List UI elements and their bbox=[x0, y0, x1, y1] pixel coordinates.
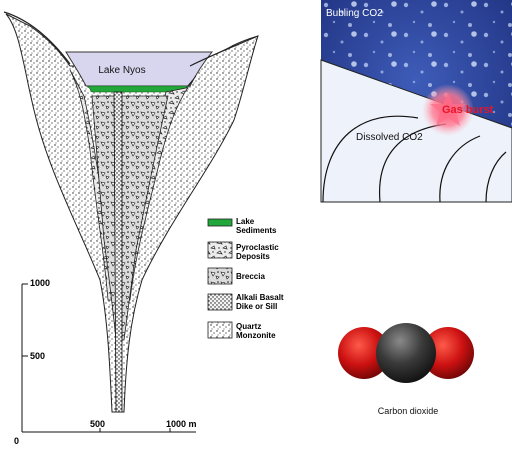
molecule-caption: Carbon dioxide bbox=[378, 406, 439, 416]
legend-label-4a: Alkali Basalt bbox=[236, 293, 284, 302]
label-bubling-co2: Bubling CO2 bbox=[326, 8, 383, 19]
legend-label-5b: Monzonite bbox=[236, 331, 276, 340]
lake-label: Lake Nyos bbox=[98, 65, 145, 76]
legend-swatch-sediments bbox=[207, 218, 233, 227]
legend-swatch-pyroclastic bbox=[207, 241, 233, 259]
oxygen-atom-right bbox=[422, 327, 474, 379]
basalt-dike bbox=[113, 91, 123, 413]
legend-label-3a: Breccia bbox=[236, 272, 265, 281]
label-dissolved-co2: Dissolved CO2 bbox=[356, 132, 423, 143]
legend-label-2b: Deposits bbox=[236, 252, 270, 261]
y-tick-500: 500 bbox=[30, 351, 45, 361]
legend-swatch-breccia bbox=[207, 267, 233, 285]
y-tick-1000: 1000 bbox=[30, 278, 50, 288]
x-tick-1000m: 1000 m bbox=[166, 419, 197, 429]
co2-molecule: Carbon dioxide bbox=[338, 323, 474, 416]
gas-burst-star bbox=[430, 92, 466, 126]
legend: Lake Sediments Pyroclastic Deposits Brec… bbox=[207, 217, 284, 340]
label-gas-burst: Gas burst bbox=[442, 104, 494, 116]
y-tick-0: 0 bbox=[14, 436, 19, 446]
legend-label-2a: Pyroclastic bbox=[236, 243, 279, 252]
legend-swatch-monzonite bbox=[207, 321, 233, 339]
scale-bars: 1000 500 0 500 1000 m bbox=[14, 278, 197, 446]
carbon-atom bbox=[376, 323, 436, 383]
legend-label-1a: Lake bbox=[236, 217, 255, 226]
volcanic-cross-section: Lake Nyos bbox=[3, 11, 259, 413]
legend-label-5a: Quartz bbox=[236, 322, 261, 331]
legend-label-4b: Dike or Sill bbox=[236, 302, 277, 311]
x-tick-500: 500 bbox=[90, 419, 105, 429]
oxygen-atom-left bbox=[338, 327, 390, 379]
legend-swatch-dike bbox=[207, 293, 233, 311]
legend-label-1b: Sediments bbox=[236, 226, 277, 235]
co2-water-panel: Bubling CO2 Dissolved CO2 Gas burst bbox=[320, 0, 512, 203]
